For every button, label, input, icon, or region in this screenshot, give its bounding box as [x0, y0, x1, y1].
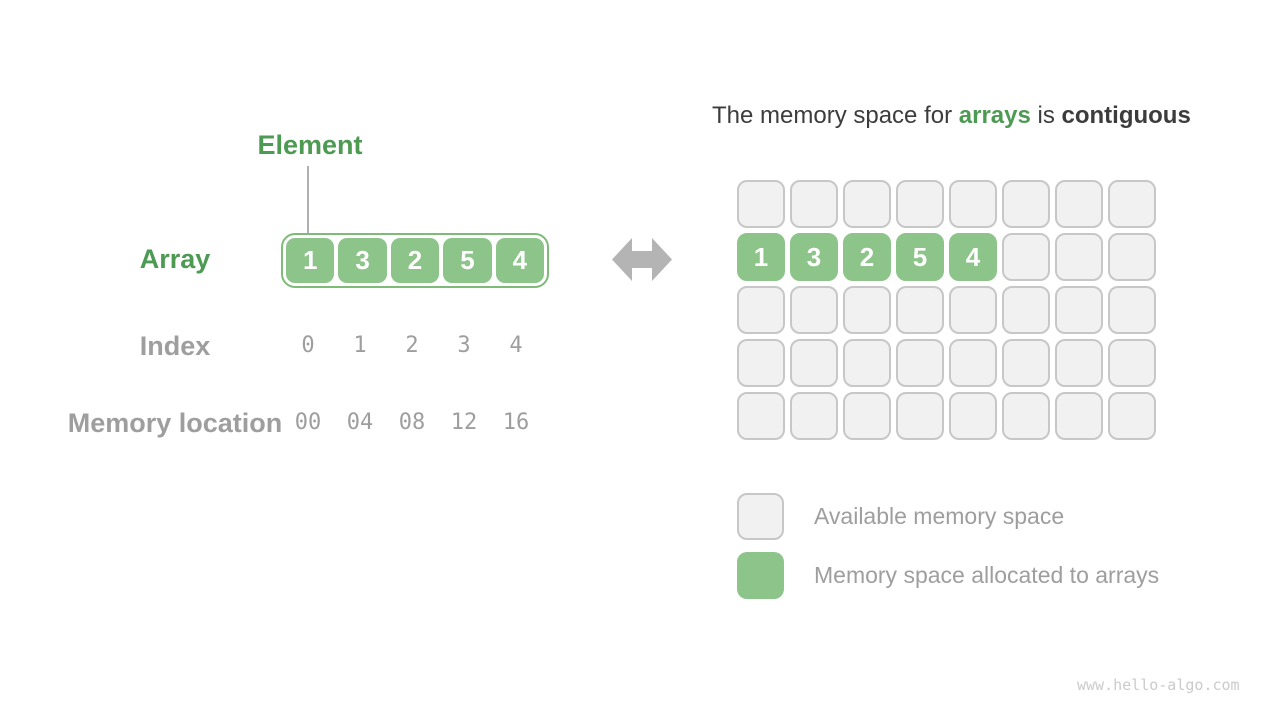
- array-element-cell: 5: [443, 238, 492, 283]
- available-memory-cell: [843, 339, 891, 387]
- index-label: Index: [139, 331, 211, 361]
- available-memory-cell: [949, 339, 997, 387]
- available-memory-cell: [790, 392, 838, 440]
- available-memory-cell: [949, 392, 997, 440]
- title-arrays-highlight: arrays: [958, 102, 1031, 129]
- available-memory-cell: [737, 180, 785, 228]
- available-memory-cell: [790, 339, 838, 387]
- element-label: Element: [257, 130, 363, 160]
- available-memory-cell: [949, 286, 997, 334]
- array-element-cell: 1: [286, 238, 335, 283]
- allocated-memory-swatch: [737, 552, 784, 599]
- available-memory-cell: [1002, 286, 1050, 334]
- available-memory-cell: [1108, 233, 1156, 281]
- available-memory-cell: [949, 180, 997, 228]
- memory-location-value: 00: [294, 410, 322, 435]
- memory-location-value: 12: [450, 410, 478, 435]
- memory-location-value: 08: [398, 410, 426, 435]
- index-value: 2: [405, 333, 419, 358]
- available-memory-cell: [1055, 339, 1103, 387]
- available-memory-cell: [1055, 180, 1103, 228]
- available-memory-cell: [1108, 339, 1156, 387]
- title-middle: is: [1030, 102, 1062, 129]
- available-memory-cell: [1055, 233, 1103, 281]
- title-prefix: The memory space for: [712, 102, 959, 129]
- title-contiguous-emphasis: contiguous: [1061, 102, 1191, 129]
- available-memory-cell: [1108, 180, 1156, 228]
- index-value: 1: [353, 333, 367, 358]
- array-element-cell: 4: [495, 238, 545, 283]
- allocated-memory-legend-label: Memory space allocated to arrays: [814, 562, 1160, 588]
- allocated-memory-cell: 2: [843, 233, 891, 281]
- array-element-cell: 3: [338, 238, 387, 283]
- available-memory-cell: [896, 286, 944, 334]
- allocated-memory-cell: 3: [790, 233, 838, 281]
- memory-location-value: 16: [502, 410, 530, 435]
- available-memory-cell: [737, 286, 785, 334]
- allocated-memory-cell: 5: [896, 233, 944, 281]
- allocated-memory-cell: 1: [737, 233, 785, 281]
- available-memory-cell: [1108, 392, 1156, 440]
- available-memory-cell: [1002, 339, 1050, 387]
- available-memory-cell: [1002, 180, 1050, 228]
- element-pointer-line: [307, 166, 309, 233]
- diagram-title: The memory space for arrays is contiguou…: [712, 101, 1191, 131]
- index-value: 0: [301, 333, 315, 358]
- available-memory-cell: [790, 286, 838, 334]
- available-memory-cell: [790, 180, 838, 228]
- memory-location-label: Memory location: [67, 408, 283, 438]
- available-memory-cell: [843, 286, 891, 334]
- available-memory-cell: [896, 392, 944, 440]
- available-memory-legend-label: Available memory space: [814, 503, 1065, 529]
- available-memory-cell: [1108, 286, 1156, 334]
- available-memory-cell: [896, 180, 944, 228]
- allocated-memory-cell: 4: [949, 233, 997, 281]
- available-memory-swatch: [737, 493, 784, 540]
- available-memory-cell: [1055, 286, 1103, 334]
- index-value: 4: [509, 333, 523, 358]
- available-memory-cell: [843, 392, 891, 440]
- available-memory-cell: [737, 392, 785, 440]
- available-memory-cell: [1055, 392, 1103, 440]
- index-values-row: 0 1 2 3 4: [282, 333, 542, 359]
- memory-location-values-row: 00 04 08 12 16: [282, 410, 542, 436]
- index-value: 3: [457, 333, 471, 358]
- available-memory-cell: [1002, 392, 1050, 440]
- memory-location-value: 04: [346, 410, 374, 435]
- array-label: Array: [139, 244, 211, 274]
- website-watermark: www.hello-algo.com: [1077, 676, 1240, 694]
- available-memory-cell: [737, 339, 785, 387]
- available-memory-cell: [843, 180, 891, 228]
- available-memory-cell: [896, 339, 944, 387]
- available-memory-cell: [1002, 233, 1050, 281]
- array-element-cell: 2: [390, 238, 440, 283]
- left-right-arrow-icon: [612, 238, 672, 281]
